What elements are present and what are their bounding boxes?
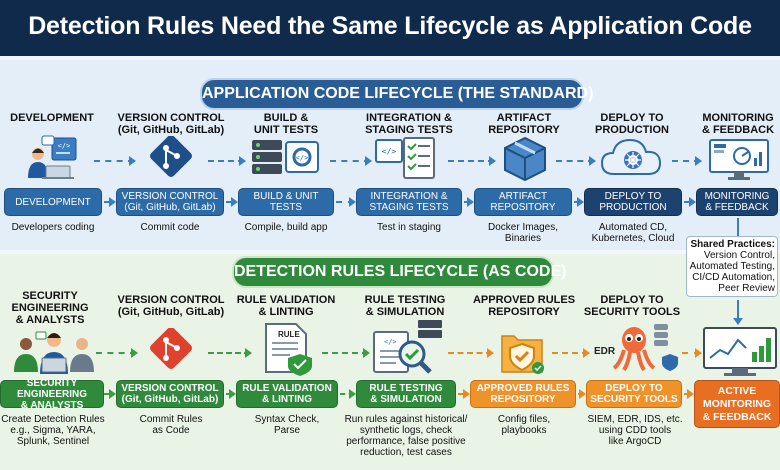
flow-arrow [208, 156, 246, 166]
stage-heading: VERSION CONTROL (Git, GitHub, GitLab) [117, 294, 225, 318]
stage-box-approved-rules: APPROVED RULES REPOSITORY [470, 380, 576, 408]
stage-box-development: DEVELOPMENT [4, 188, 102, 216]
git-branch-icon [146, 328, 196, 374]
stage-caption: SIEM, EDR, IDS, etc. using CDD tools lik… [587, 414, 683, 447]
stage-caption: Commit Rules as Code [139, 414, 203, 436]
flow-arrow [578, 389, 586, 399]
magnifier-test-icon: </> [372, 318, 446, 376]
flow-arrow [96, 348, 138, 358]
flow-arrow [226, 389, 236, 399]
developer-at-laptop-icon: </> [22, 134, 80, 180]
page-title: Detection Rules Need the Same Lifecycle … [28, 12, 752, 40]
stage-caption: Developers coding [11, 222, 95, 233]
stage-heading: DEPLOY TO SECURITY TOOLS [583, 294, 681, 318]
flow-arrow [104, 389, 116, 399]
security-tools-octopus-icon: EDR [590, 318, 682, 378]
flow-arrow [448, 156, 496, 166]
edr-label: EDR [594, 346, 616, 357]
stage-caption: Compile, build app [244, 222, 328, 233]
flow-arrow [322, 348, 370, 358]
kubernetes-cloud-icon [598, 134, 668, 182]
stage-box-build-unit-tests: BUILD & UNIT TESTS [238, 188, 334, 216]
stage-box-rule-testing: RULE TESTING & SIMULATION [356, 380, 456, 408]
connector-line [737, 300, 739, 320]
stage-caption: Automated CD, Kubernetes, Cloud [591, 222, 675, 244]
stage-heading: SECURITY ENGINEERING & ANALYSTS [11, 290, 89, 326]
flow-arrow [104, 197, 116, 207]
flow-arrow [682, 348, 702, 358]
flow-arrow [574, 197, 584, 207]
stage-heading: BUILD & UNIT TESTS [253, 112, 319, 136]
title-bar [0, 0, 780, 56]
flow-arrow [556, 156, 596, 166]
flow-arrow [208, 348, 252, 358]
shared-practice-item: Version Control, [703, 250, 775, 261]
shared-practice-item: Peer Review [718, 283, 775, 294]
shared-practice-item: CI/CD Automation, [692, 272, 775, 283]
monitor-dashboard-icon [704, 136, 774, 182]
stage-box-artifact-repository: ARTIFACT REPOSITORY [474, 188, 572, 216]
stage-caption: Create Detection Rules e.g., Sigma, YARA… [1, 414, 105, 447]
stage-heading: DEPLOY TO PRODUCTION [595, 112, 669, 136]
flow-arrow [448, 348, 494, 358]
stage-box-security-engineering: SECURITY ENGINEERING & ANALYSTS [0, 378, 104, 411]
stage-caption: Commit code [140, 222, 200, 233]
stage-heading: ARTIFACT REPOSITORY [488, 112, 560, 136]
flow-arrow [684, 197, 696, 207]
stage-heading: MONITORING & FEEDBACK [701, 112, 775, 136]
shared-practices-title: Shared Practices: [690, 239, 776, 250]
stage-caption: Syntax Check, Parse [254, 414, 320, 436]
approved-shield-icon [496, 328, 548, 376]
package-cube-icon [500, 134, 550, 182]
stage-heading: RULE VALIDATION & LINTING [236, 294, 336, 318]
rule-doc-label: RULE [278, 330, 300, 339]
stage-box-integration-staging: INTEGRATION & STAGING TESTS [356, 188, 462, 216]
flow-arrow [684, 389, 694, 399]
git-branch-icon [146, 136, 196, 182]
analysts-team-icon [8, 328, 100, 376]
stage-heading: INTEGRATION & STAGING TESTS [365, 112, 453, 136]
svg-text:</>: </> [58, 142, 71, 150]
stage-caption: Docker Images, Binaries [487, 222, 559, 244]
shared-practices-note: Shared Practices: Version Control, Autom… [686, 236, 778, 297]
svg-text:</>: </> [296, 154, 309, 162]
code-checklist-icon: </> [374, 134, 440, 182]
shared-practice-item: Automated Testing, [689, 261, 775, 272]
svg-text:</>: </> [384, 338, 397, 346]
stage-heading: DEVELOPMENT [10, 112, 94, 124]
stage-box-deploy-security-tools: DEPLOY TO SECURITY TOOLS [586, 380, 682, 408]
connector-arrowhead [733, 318, 743, 325]
stage-caption: Test in staging [377, 222, 441, 233]
flow-arrow [464, 197, 474, 207]
connector-line [737, 218, 739, 236]
flow-arrow [330, 156, 372, 166]
application-lifecycle-banner: APPLICATION CODE LIFECYCLE (THE STANDARD… [200, 78, 593, 110]
flow-arrow [458, 389, 470, 399]
flow-arrow [552, 348, 590, 358]
stage-box-deploy-production: DEPLOY TO PRODUCTION [584, 188, 682, 216]
detection-lifecycle-banner: DETECTION RULES LIFECYCLE (AS CODE) [232, 256, 566, 288]
stage-caption: Run rules against historical/ synthetic … [344, 414, 468, 458]
stage-caption: Config files, playbooks [497, 414, 551, 436]
flow-arrow [340, 389, 356, 399]
flow-arrow [336, 197, 356, 207]
flow-arrow [672, 156, 702, 166]
server-gear-icon: </> [250, 136, 322, 182]
stage-heading: APPROVED RULES REPOSITORY [472, 294, 576, 318]
rule-document-check-icon: RULE [260, 322, 316, 376]
stage-heading: RULE TESTING & SIMULATION [364, 294, 446, 318]
svg-text:</>: </> [382, 147, 397, 156]
flow-arrow [94, 156, 136, 166]
stage-heading: VERSION CONTROL (Git, GitHub, GitLab) [117, 112, 225, 136]
stage-box-version-control: VERSION CONTROL (Git, GitHub, GitLab) [116, 188, 224, 216]
monitor-charts-icon [702, 326, 778, 378]
stage-box-version-control: VERSION CONTROL (Git, GitHub, GitLab) [116, 380, 224, 408]
flow-arrow [226, 197, 238, 207]
stage-box-rule-validation: RULE VALIDATION & LINTING [236, 380, 338, 408]
stage-box-monitoring-feedback: MONITORING & FEEDBACK [696, 188, 778, 216]
stage-box-active-monitoring: ACTIVE MONITORING & FEEDBACK [694, 380, 780, 428]
